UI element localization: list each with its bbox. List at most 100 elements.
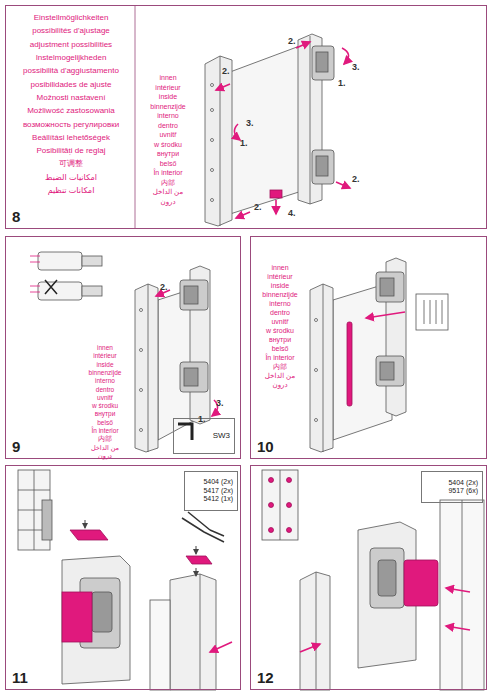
- panel-number: 10: [257, 438, 274, 455]
- callout-number: 2.: [160, 282, 168, 292]
- inside-label: inside: [271, 282, 289, 289]
- label-holder: من الداخل: [265, 364, 295, 382]
- inside-label: dentro: [96, 386, 114, 393]
- heading-line: possibilités d'ajustage: [32, 27, 110, 36]
- inside-label: interno: [269, 300, 290, 307]
- heading-box: Einstellmöglichkeitenpossibilités d'ajus…: [6, 10, 136, 200]
- inside-label: belső: [160, 160, 177, 167]
- panel: 8Einstellmöglichkeitenpossibilités d'aju…: [5, 5, 487, 229]
- callout-number: 4.: [288, 208, 296, 218]
- heading-line: Beállítási lehetőségek: [32, 134, 110, 143]
- part-count: 9517 (6x): [448, 487, 478, 495]
- label-holder: w środku: [92, 394, 118, 412]
- panel-number: 9: [12, 438, 20, 455]
- callout-number: 1.: [198, 414, 206, 424]
- inside-label: w środku: [92, 402, 118, 409]
- label-holder: من الداخل: [153, 180, 183, 198]
- heading-line: امكانيات الضبط: [45, 174, 97, 183]
- panel: 115404 (2x)5417 (2x)5412 (1x): [5, 465, 241, 690]
- label-holder: 2.: [222, 60, 230, 78]
- inside-label: binnenzijde: [262, 291, 297, 298]
- label-holder: În interior: [91, 419, 118, 437]
- label-holder: 2.: [352, 168, 360, 186]
- label-holder: درون: [160, 190, 175, 208]
- label-holder: inside: [271, 274, 289, 292]
- label-holder: внутри: [157, 142, 179, 160]
- label-holder: binnenzijde: [150, 95, 185, 113]
- inside-label: dentro: [270, 309, 290, 316]
- label-holder: intérieur: [155, 76, 180, 94]
- label-holder: interno: [269, 292, 290, 310]
- heading-line: Instelmogelijkheden: [36, 54, 107, 63]
- label-holder: În interior: [153, 161, 182, 179]
- label-holder: dentro: [96, 378, 114, 396]
- heading-line: 可调整: [59, 160, 83, 169]
- heading-line: Możliwość zastosowania: [27, 107, 115, 116]
- label-holder: innen: [159, 66, 176, 84]
- label-holder: uvnitř: [159, 123, 176, 141]
- inside-label: innen: [159, 74, 176, 81]
- label-holder: درون: [272, 373, 287, 391]
- label-holder: w środku: [154, 133, 182, 151]
- inside-label: binnenzijde: [150, 103, 185, 110]
- inside-label: внутри: [157, 150, 179, 157]
- label-holder: внутри: [95, 402, 116, 420]
- panel-number: 11: [12, 669, 28, 686]
- label-holder: внутри: [269, 328, 291, 346]
- inside-label: intérieur: [93, 352, 116, 359]
- inside-label: interno: [157, 112, 178, 119]
- heading-line: Možnosti nastavení: [37, 94, 106, 103]
- callout-number: 3.: [246, 118, 254, 128]
- label-holder: binnenzijde: [89, 361, 122, 379]
- part-count: 5404 (2x): [448, 479, 478, 487]
- label-holder: binnenzijde: [262, 283, 297, 301]
- heading-line: امکانات تنظیم: [48, 187, 95, 196]
- inside-label: درون: [160, 198, 175, 205]
- inside-label: внутри: [95, 410, 116, 417]
- label-holder: 1.: [240, 132, 248, 150]
- label-holder: inside: [97, 353, 114, 371]
- label-holder: uvnitř: [97, 386, 113, 404]
- inside-label: uvnitř: [271, 318, 288, 325]
- label-holder: dentro: [158, 114, 178, 132]
- panel: 9SW3: [5, 236, 241, 459]
- label-holder: intérieur: [93, 344, 116, 362]
- label-holder: 1.: [338, 72, 346, 90]
- label-holder: uvnitř: [271, 310, 288, 328]
- callout-number: 1.: [338, 78, 346, 88]
- label-holder: dentro: [270, 301, 290, 319]
- inside-label: În interior: [153, 169, 182, 176]
- inside-label: uvnitř: [159, 131, 176, 138]
- inside-label: În interior: [91, 427, 118, 434]
- label-holder: 2.: [160, 276, 168, 294]
- inside-label: 内部: [98, 435, 112, 442]
- label-holder: درون: [98, 444, 112, 462]
- inside-label: من الداخل: [91, 444, 119, 451]
- label-holder: inside: [159, 85, 177, 103]
- label-holder: belső: [272, 337, 289, 355]
- inside-label: درون: [98, 452, 112, 459]
- inside-label: innen: [97, 344, 113, 351]
- label-holder: belső: [97, 411, 113, 429]
- inside-label: 内部: [273, 363, 287, 370]
- label-holder: interno: [157, 104, 178, 122]
- callout-number: 1.: [240, 138, 248, 148]
- label-holder: 4.: [288, 202, 296, 220]
- inside-label: inside: [97, 361, 114, 368]
- part-count: 5417 (2x): [203, 487, 233, 495]
- inside-label: inside: [159, 93, 177, 100]
- inside-label: w środku: [266, 327, 294, 334]
- label-holder: În interior: [265, 346, 294, 364]
- callout-number: 3.: [352, 62, 360, 72]
- inside-label: innen: [271, 264, 288, 271]
- label-holder: belső: [160, 152, 177, 170]
- heading-line: adjustment possibilities: [30, 41, 112, 50]
- callout-number: 3.: [216, 398, 224, 408]
- label-holder: w środku: [266, 319, 294, 337]
- label-holder: innen: [97, 336, 113, 354]
- heading-line: possibilità d'aggiustamento: [23, 67, 119, 76]
- label-holder: 2.: [288, 30, 296, 48]
- inside-label: من الداخل: [153, 188, 183, 195]
